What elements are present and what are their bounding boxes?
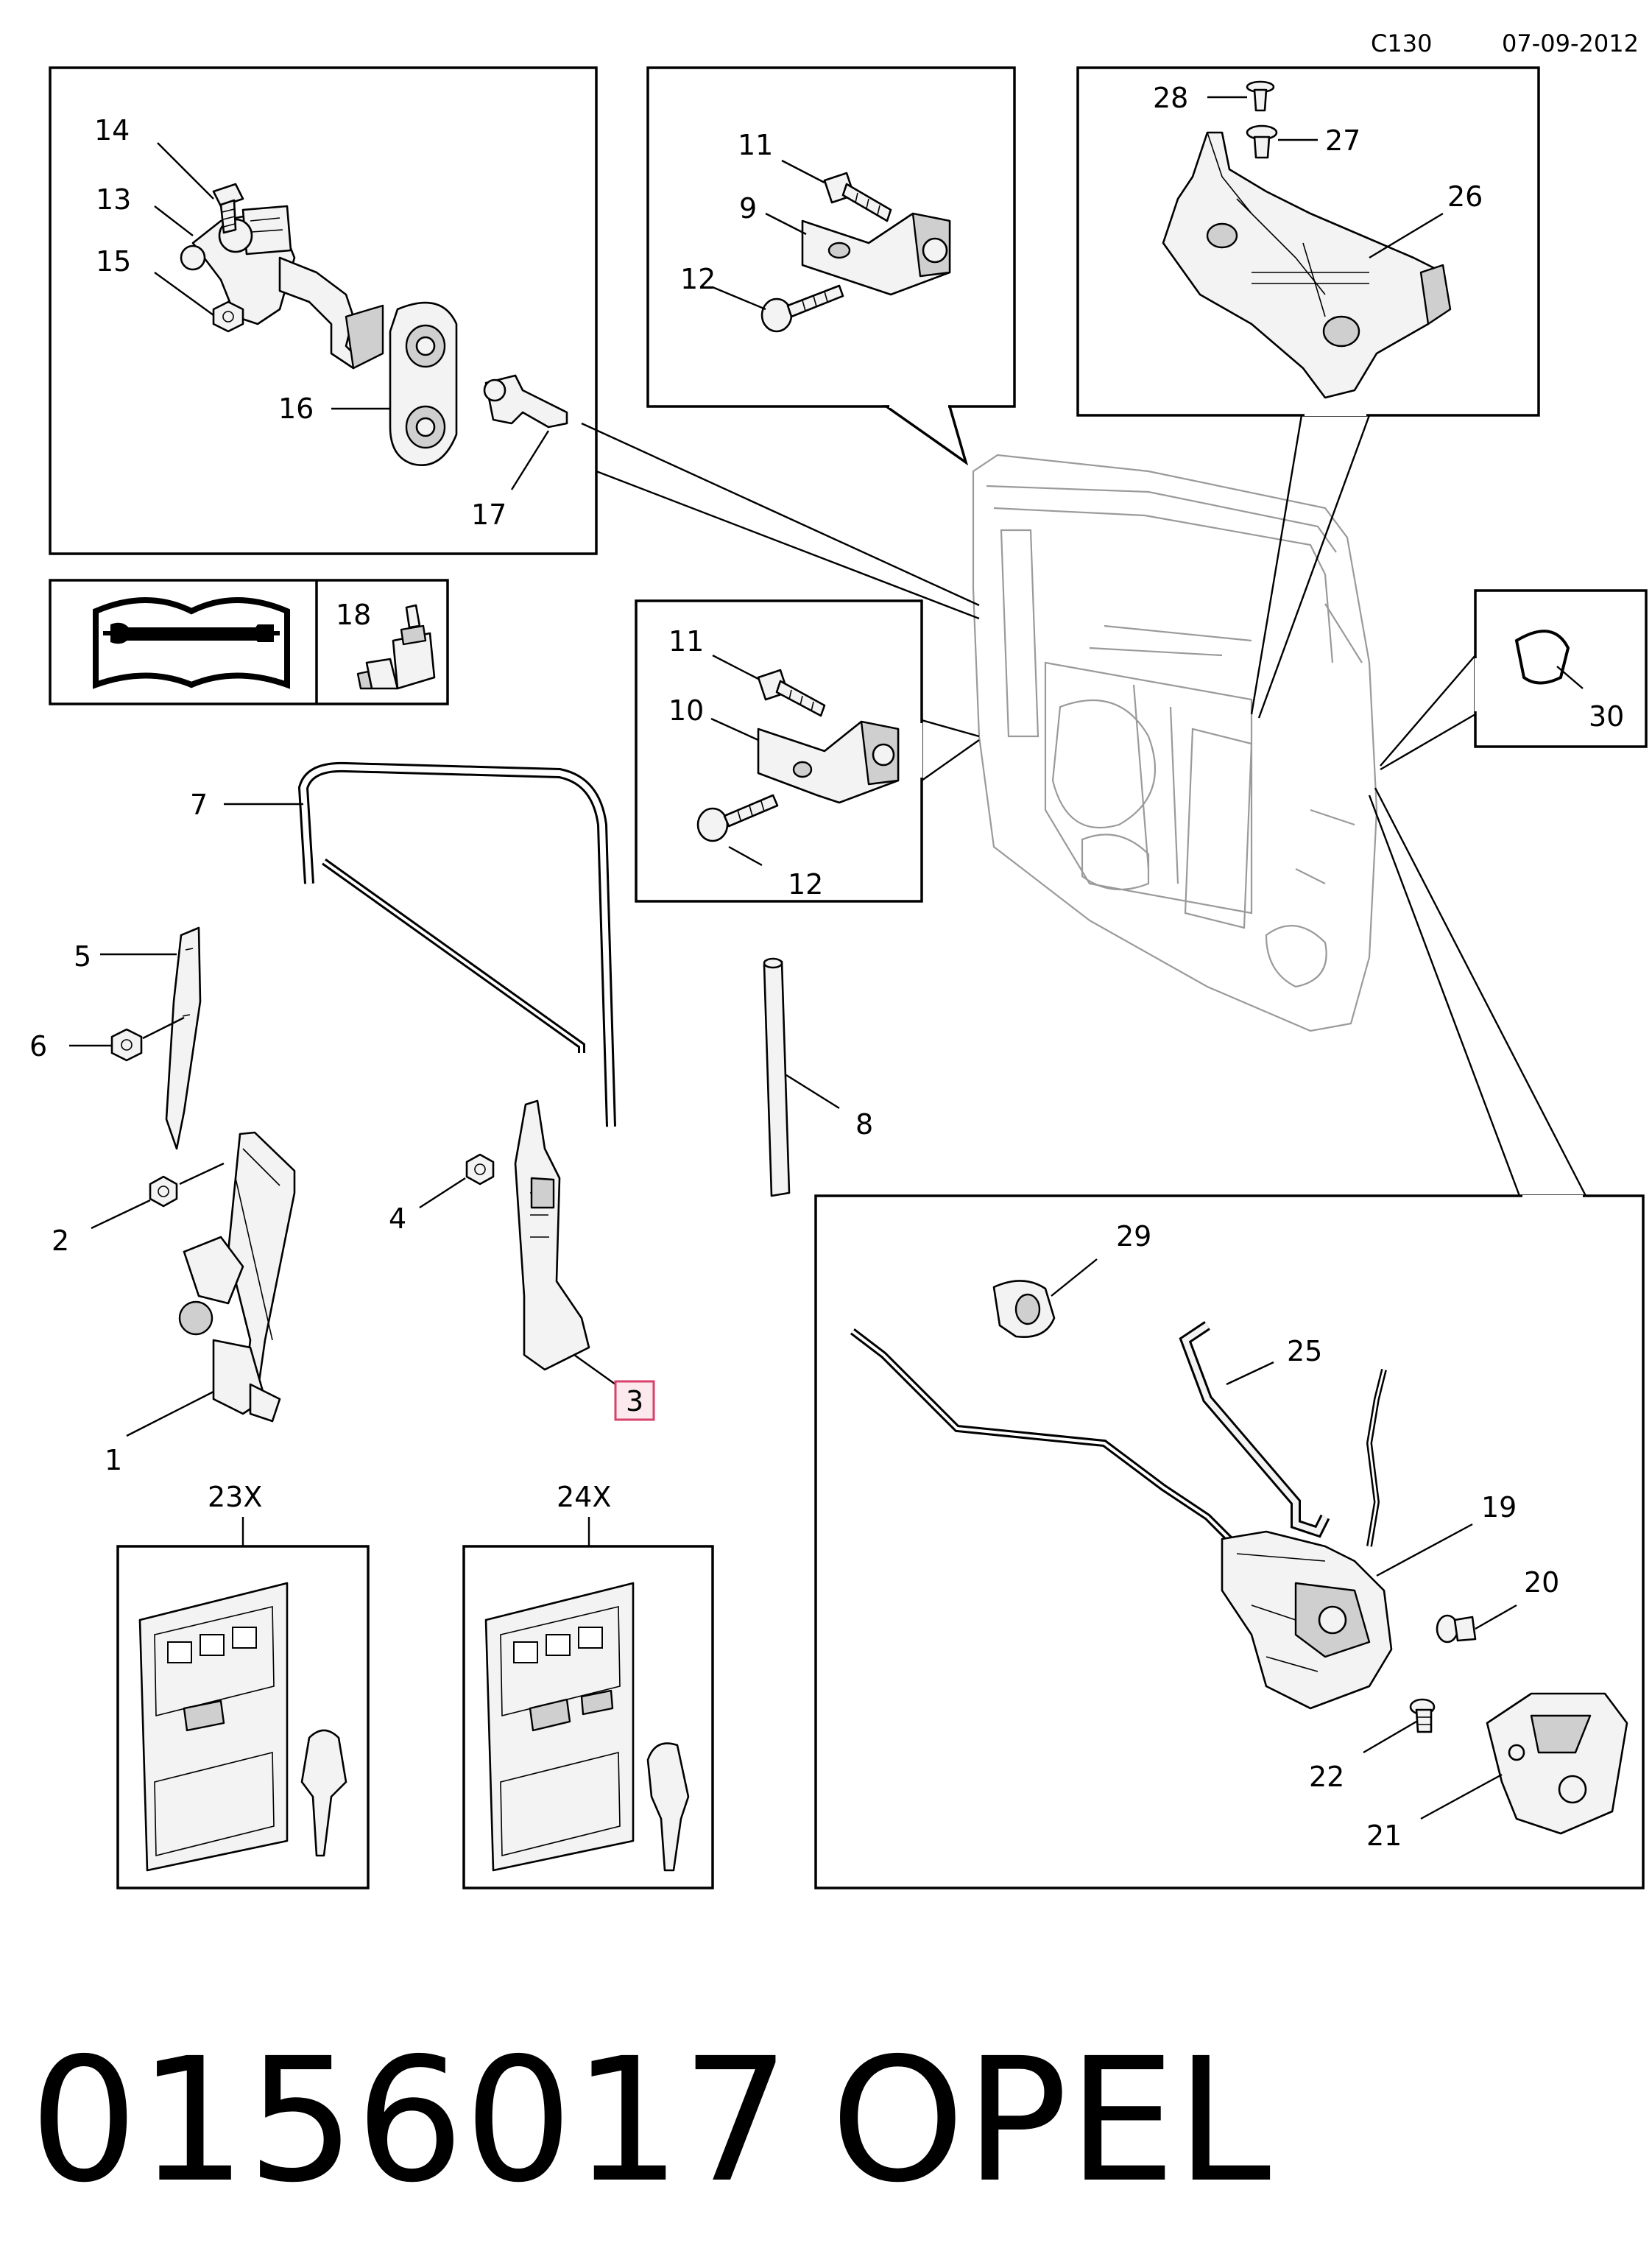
manual-wrench-icon	[93, 597, 290, 689]
callout-1: 1	[105, 1444, 122, 1476]
guide-rail-3	[514, 1099, 590, 1371]
callout-24x: 24X	[557, 1481, 611, 1513]
bracket-26	[1162, 131, 1452, 399]
bolt-27	[1246, 124, 1278, 159]
door-check-strap	[180, 205, 384, 370]
clip-30	[1514, 630, 1570, 685]
header-code: C130	[1371, 29, 1432, 57]
callout-19: 19	[1481, 1491, 1517, 1523]
seal-strip-8	[763, 957, 791, 1197]
plug-17	[483, 374, 568, 429]
seal-16	[389, 301, 458, 466]
callout-17: 17	[471, 499, 506, 531]
door-body	[972, 454, 1378, 1032]
callout-22: 22	[1309, 1761, 1344, 1793]
striker-21	[1486, 1692, 1628, 1835]
callout-15: 15	[96, 245, 131, 278]
callout-30: 30	[1589, 700, 1624, 733]
callout-5: 5	[74, 940, 91, 973]
callout-16: 16	[278, 392, 314, 425]
part-number: 0156017	[29, 2021, 790, 2220]
callout-3-highlight[interactable]	[614, 1380, 655, 1421]
door-lock-19	[1221, 1530, 1393, 1710]
callout-25: 25	[1287, 1335, 1322, 1367]
hinge-10	[757, 720, 900, 804]
window-regulator-1	[178, 1131, 296, 1423]
guide-rail-5	[165, 926, 202, 1150]
nut-4	[465, 1153, 495, 1186]
callout-6: 6	[29, 1030, 47, 1063]
callout-11-upper: 11	[738, 129, 773, 161]
key-kit-23x	[138, 1582, 347, 1872]
bolt-11-upper	[823, 172, 892, 222]
callout-26: 26	[1447, 180, 1483, 213]
cable-assembly	[850, 1328, 1387, 1564]
callout-21: 21	[1366, 1820, 1402, 1852]
bolt-12-lower	[696, 794, 779, 842]
callout-10: 10	[668, 694, 704, 727]
nut-2	[149, 1175, 178, 1208]
bolt-20	[1436, 1614, 1477, 1644]
callout-12-lower: 12	[788, 868, 823, 901]
callout-7: 7	[190, 789, 208, 821]
callout-4: 4	[389, 1202, 406, 1235]
callout-3[interactable]: 3	[626, 1385, 643, 1417]
bolt-12-upper	[760, 284, 844, 333]
nut-6	[110, 1028, 143, 1062]
brand-name: OPEL	[830, 2021, 1271, 2220]
callout-23x: 23X	[208, 1481, 262, 1513]
rod-25	[1179, 1321, 1330, 1538]
adhesive-bottle-icon	[356, 604, 436, 690]
bolt-28	[1246, 80, 1275, 112]
callout-20: 20	[1524, 1566, 1559, 1599]
bolt-11-lower	[757, 669, 826, 717]
callout-18: 18	[336, 599, 371, 631]
callout-28: 28	[1153, 82, 1188, 114]
hinge-9	[801, 212, 951, 296]
bolt-14	[212, 183, 244, 234]
callout-12-upper: 12	[680, 263, 716, 295]
window-channel-7	[297, 761, 616, 1127]
nut-15	[212, 300, 244, 333]
clip-29	[992, 1280, 1056, 1338]
callout-11-lower: 11	[668, 625, 704, 658]
callout-13: 13	[96, 183, 131, 216]
callout-29: 29	[1116, 1220, 1151, 1253]
callout-27: 27	[1325, 124, 1360, 157]
callout-9: 9	[739, 192, 757, 225]
callout-8: 8	[855, 1108, 873, 1141]
callout-14: 14	[94, 114, 130, 147]
bolt-22	[1409, 1698, 1436, 1733]
callout-2: 2	[52, 1225, 69, 1257]
key-kit-24x	[484, 1582, 690, 1872]
header-date: 07-09-2012	[1502, 29, 1639, 57]
